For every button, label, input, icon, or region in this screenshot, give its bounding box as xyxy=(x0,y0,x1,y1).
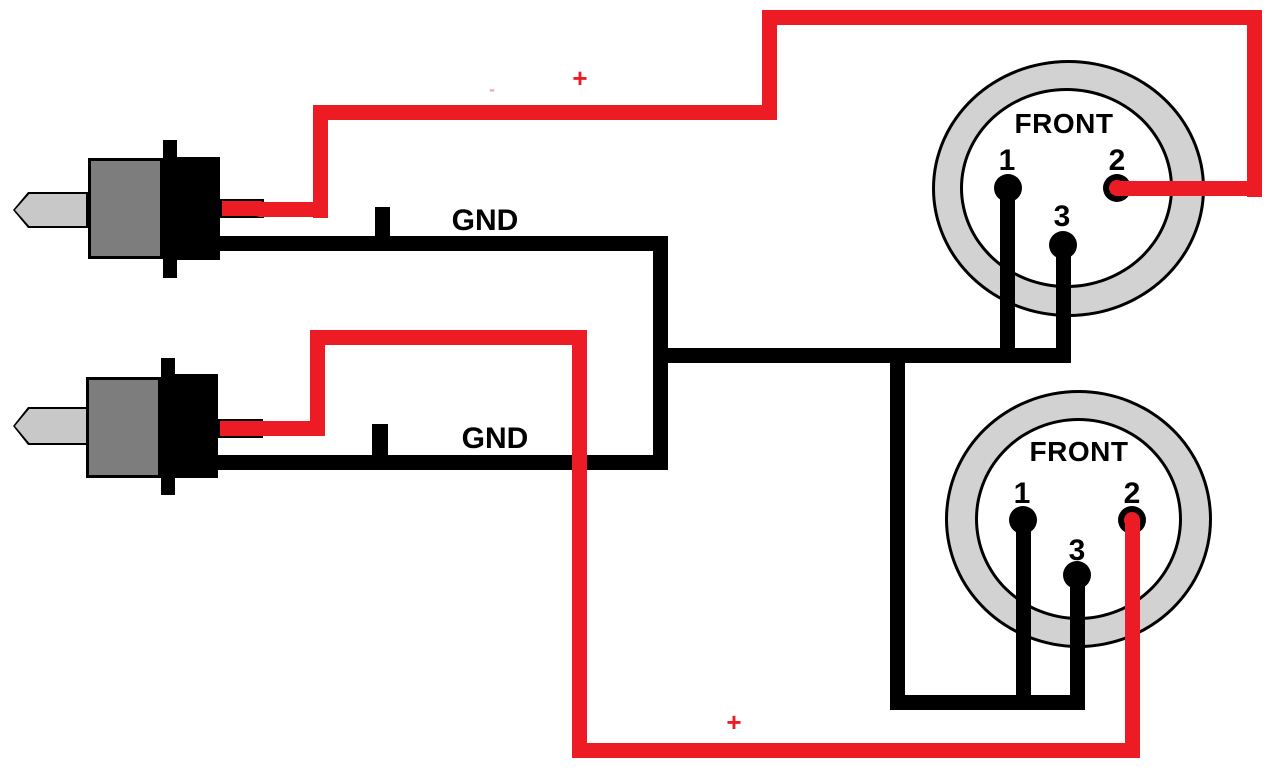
xlr-bottom-pin3-wire xyxy=(1070,575,1085,710)
xlr-top-pin2-label: 2 xyxy=(1108,144,1126,177)
top-positive-wire-seg2 xyxy=(313,106,328,218)
bottom-positive-label: + xyxy=(726,707,742,737)
bottom-plug-body xyxy=(86,377,161,478)
top-plug-tip xyxy=(13,192,88,228)
xlr-bottom-pin1 xyxy=(1009,506,1037,534)
bottom-positive-wire-seg4 xyxy=(572,330,587,758)
top-positive-label: + xyxy=(572,63,588,93)
top-positive-wire-seg1 xyxy=(258,202,328,217)
bottom-plug-flange xyxy=(161,358,175,495)
xlr-bottom-front-label: FRONT xyxy=(1029,436,1129,467)
xlr-top-pin1-label: 1 xyxy=(998,144,1016,177)
top-ground-label: GND xyxy=(451,204,519,237)
top-positive-wire-seg5 xyxy=(762,10,1262,25)
xlr-bottom-pin1-label: 1 xyxy=(1013,477,1031,510)
xlr-bottom-pin3-label: 3 xyxy=(1068,534,1086,567)
xlr-top-pin2-red-solder-point xyxy=(1109,180,1125,196)
bottom-ground-label: GND xyxy=(461,422,529,455)
xlr-top-pin1 xyxy=(994,174,1022,202)
faint-minus-mark: - xyxy=(489,79,495,99)
bottom-plug-tip-fill xyxy=(15,409,86,443)
top-positive-wire-seg4 xyxy=(762,10,777,120)
top-positive-wire-seg3 xyxy=(313,105,777,120)
top-positive-wire-seg6 xyxy=(1247,10,1262,197)
xlr-top-pin1-wire xyxy=(1000,188,1015,363)
xlr-bottom-pin2-label: 2 xyxy=(1123,477,1141,510)
top-plug-body xyxy=(88,158,163,259)
xlr-top-pin3-wire xyxy=(1056,245,1071,363)
ground-bottom-u-horizontal xyxy=(890,695,1085,710)
xlr-top-front-label: FRONT xyxy=(1014,108,1114,139)
bottom-positive-wire-seg5 xyxy=(572,743,1140,758)
xlr-bottom-pin1-wire xyxy=(1016,520,1031,710)
xlr-top-pin3-label: 3 xyxy=(1053,200,1071,233)
bottom-plug-rear-shell xyxy=(175,374,218,478)
ground-wire-top-horizontal xyxy=(218,236,668,251)
xlr-bottom-pin2-red-solder-point xyxy=(1124,512,1140,528)
top-plug-rear-shell xyxy=(177,157,220,260)
bottom-plug-tip xyxy=(13,407,88,445)
xlr-bottom-pin3 xyxy=(1063,561,1091,589)
top-positive-wire-seg7 xyxy=(1117,181,1262,196)
bottom-positive-wire-seg6 xyxy=(1125,520,1140,758)
bottom-positive-wire-seg1 xyxy=(256,421,325,436)
ground-trunk-horizontal xyxy=(653,348,1071,363)
top-plug-tip-fill xyxy=(15,194,86,226)
top-plug-flange xyxy=(163,140,177,278)
xlr-top-pin3 xyxy=(1049,231,1077,259)
bottom-positive-wire-seg2 xyxy=(310,330,325,436)
ground-branch-vertical xyxy=(890,348,905,710)
ground-wire-bottom-horizontal xyxy=(218,455,668,470)
bottom-positive-wire-seg3 xyxy=(310,330,587,345)
